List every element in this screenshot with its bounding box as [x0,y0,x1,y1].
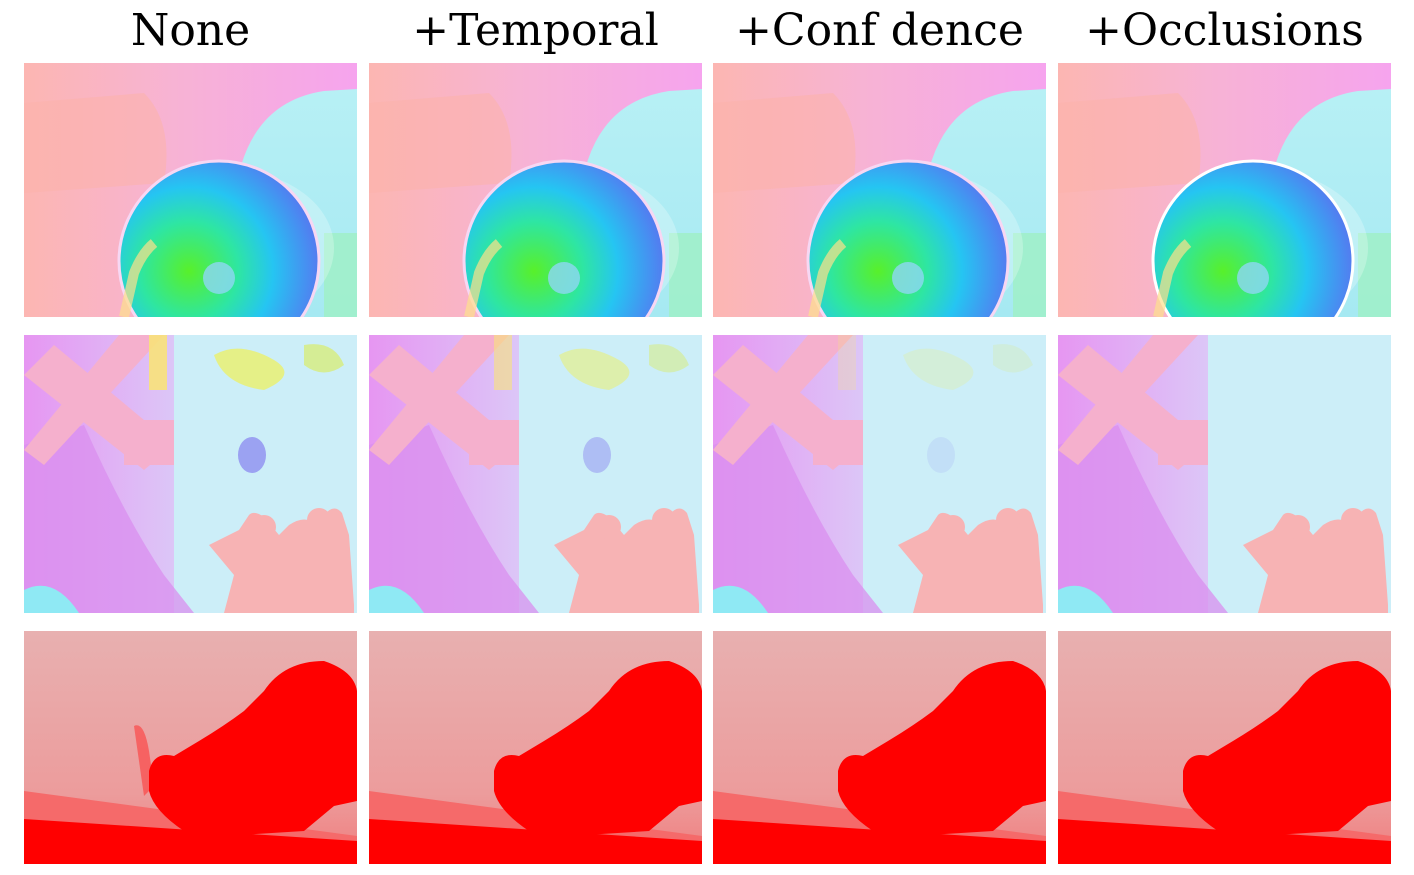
panel-optical-flow-sphere-occlusions [1058,63,1391,317]
panel-optical-flow-sphere-none [24,63,357,317]
column-title-temporal: +Temporal [412,5,659,56]
panel-optical-flow-sphere-confidence [713,63,1046,317]
panel-optical-flow-figures-temporal [369,335,702,613]
column-title-occlusions: +Occlusions [1085,5,1364,56]
panel-optical-flow-figures-occlusions [1058,335,1391,613]
panel-disparity-red-none [24,631,357,864]
panel-optical-flow-figures-confidence [713,335,1046,613]
column-title-confidence: +Conf dence [735,5,1024,56]
panel-disparity-red-temporal [369,631,702,864]
panel-optical-flow-sphere-temporal [369,63,702,317]
column-title-none: None [130,5,251,56]
panel-optical-flow-figures-none [24,335,357,613]
panel-disparity-red-confidence [713,631,1046,864]
panel-disparity-red-occlusions [1058,631,1391,864]
